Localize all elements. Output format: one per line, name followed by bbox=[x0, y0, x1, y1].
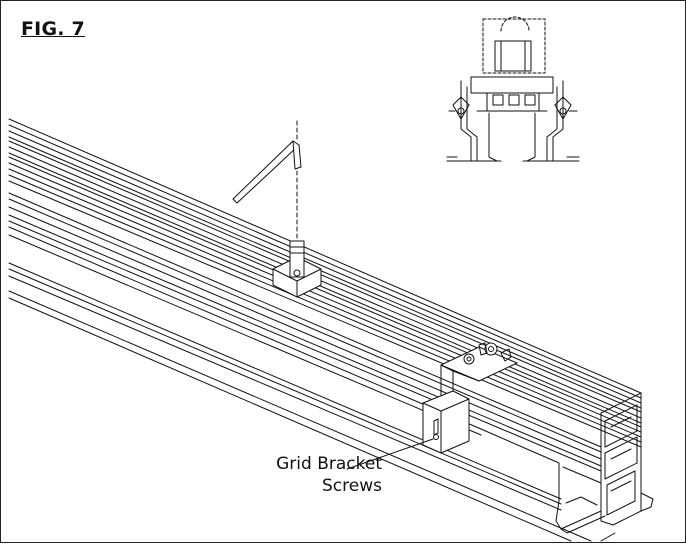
figure-label: FIG. 7 bbox=[21, 18, 85, 40]
upper-rail bbox=[8, 118, 642, 448]
callout-label: Grid Bracket Screws bbox=[222, 453, 382, 497]
callout-leader bbox=[346, 438, 434, 470]
callout-line-2: Screws bbox=[322, 476, 382, 496]
carrier-block bbox=[272, 240, 322, 298]
cross-section-inset bbox=[446, 16, 580, 162]
hex-key-tool bbox=[232, 120, 302, 240]
callout-line-1: Grid Bracket bbox=[276, 454, 382, 474]
track-end-profile bbox=[600, 392, 654, 542]
lower-housing bbox=[8, 192, 602, 542]
grid-bracket bbox=[422, 342, 518, 454]
lower-lip bbox=[480, 428, 606, 534]
